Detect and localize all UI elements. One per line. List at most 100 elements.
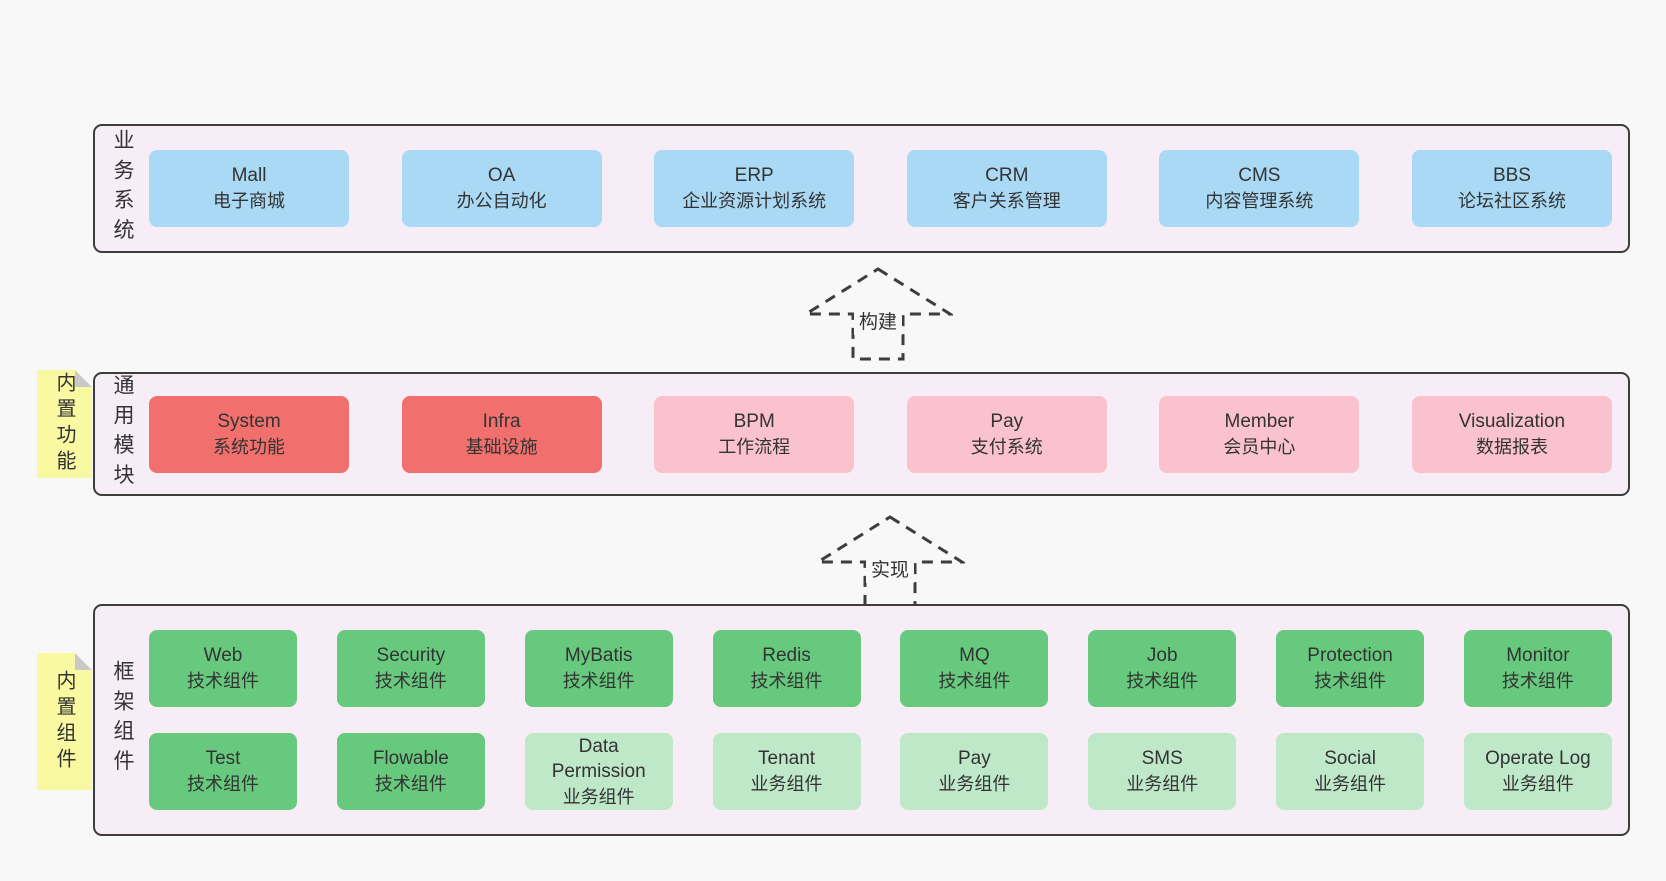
box-subtitle: 业务组件 [1314, 774, 1387, 794]
box-subtitle: 工作流程 [718, 436, 791, 457]
block-arrow-up-icon [803, 267, 953, 361]
box-social: Social 业务组件 [1276, 733, 1425, 810]
box-subtitle: 会员中心 [1223, 436, 1296, 457]
band-label-business-systems: 业务系统 [95, 126, 149, 251]
box-title: Flowable [372, 748, 449, 769]
box-protection: Protection 技术组件 [1276, 630, 1425, 707]
box-job: Job 技术组件 [1088, 630, 1237, 707]
box-title: BBS [1492, 165, 1531, 186]
box-title: ERP [734, 165, 774, 186]
box-subtitle: 内容管理系统 [1205, 191, 1314, 211]
arrow-implement: 实现 [815, 514, 965, 610]
box-test: Test 技术组件 [149, 733, 297, 810]
box-subtitle: 企业资源计划系统 [682, 191, 827, 211]
box-monitor: Monitor 技术组件 [1463, 630, 1612, 707]
band-framework-components: 框架组件 Web 技术组件 Security 技术组件 MyBatis 技术组件… [93, 604, 1630, 836]
box-bpm: BPM 工作流程 [654, 395, 855, 473]
box-infra: Infra 基础设施 [401, 395, 602, 473]
box-subtitle: 系统功能 [213, 436, 285, 457]
box-subtitle: 技术组件 [1126, 671, 1199, 691]
box-title: Member [1224, 410, 1295, 432]
box-operate-log: Operate Log 业务组件 [1463, 733, 1612, 810]
sticky-note-built-in-components: 内置组件 [37, 653, 92, 790]
box-web: Web 技术组件 [149, 630, 297, 707]
box-title: Pay [990, 410, 1024, 432]
band-business-systems-content: Mall 电子商城 OA 办公自动化 ERP 企业资源计划系统 CRM 客户关系… [149, 126, 1628, 251]
box-subtitle: 业务组件 [1126, 774, 1199, 794]
box-subtitle: 技术组件 [562, 671, 635, 691]
box-subtitle: 客户关系管理 [952, 191, 1061, 211]
box-subtitle: 办公自动化 [456, 191, 547, 211]
box-title: Job [1146, 645, 1178, 666]
box-title: Visualization [1458, 410, 1566, 432]
box-data-permission: Data Permission 业务组件 [524, 733, 673, 810]
box-title: Redis [762, 645, 811, 666]
box-title: Tenant [758, 748, 816, 769]
box-security: Security 技术组件 [336, 630, 485, 707]
box-subtitle: 业务组件 [750, 774, 823, 794]
box-title: Web [203, 645, 243, 666]
box-subtitle: 支付系统 [970, 436, 1043, 457]
box-subtitle: 业务组件 [1501, 774, 1574, 794]
box-title: System [217, 410, 281, 432]
box-subtitle: 技术组件 [938, 671, 1011, 691]
box-title: Mall [231, 165, 267, 186]
framework-row-1: Web 技术组件 Security 技术组件 MyBatis 技术组件 Redi… [149, 630, 1612, 707]
folded-corner-icon [75, 370, 92, 387]
band-label-text: 框架组件 [111, 660, 134, 780]
band-label-common-modules: 通用模块 [95, 374, 149, 494]
box-sms: SMS 业务组件 [1088, 733, 1237, 810]
box-title: MQ [959, 645, 990, 666]
box-mybatis: MyBatis 技术组件 [524, 630, 673, 707]
box-subtitle: 技术组件 [750, 671, 823, 691]
box-title: Data Permission [551, 735, 646, 782]
box-redis: Redis 技术组件 [712, 630, 861, 707]
box-subtitle: 技术组件 [1314, 671, 1387, 691]
box-pay-system: Pay 支付系统 [906, 395, 1107, 473]
box-subtitle: 数据报表 [1475, 436, 1548, 457]
band-label-text: 业务系统 [111, 128, 134, 249]
box-title: Pay [958, 748, 991, 769]
band-label-text: 通用模块 [111, 374, 134, 494]
box-system: System 系统功能 [149, 395, 349, 473]
box-title: Test [205, 748, 241, 769]
band-business-systems: 业务系统 Mall 电子商城 OA 办公自动化 ERP 企业资源计划系统 CRM… [93, 124, 1630, 253]
box-title: MyBatis [564, 645, 633, 666]
box-subtitle: 基础设施 [465, 436, 538, 457]
band-common-modules-content: System 系统功能 Infra 基础设施 BPM 工作流程 Pay 支付系统… [149, 374, 1628, 494]
box-subtitle: 技术组件 [374, 671, 447, 691]
arrow-build-label: 构建 [853, 306, 903, 335]
box-title: Social [1324, 748, 1376, 769]
box-flowable: Flowable 技术组件 [336, 733, 485, 810]
box-subtitle: 业务组件 [562, 786, 635, 807]
box-title: Protection [1307, 645, 1393, 666]
box-erp: ERP 企业资源计划系统 [654, 150, 855, 227]
band-framework-components-content: Web 技术组件 Security 技术组件 MyBatis 技术组件 Redi… [149, 606, 1628, 834]
box-title: SMS [1141, 748, 1183, 769]
sticky-note-built-in-features: 内置功能 [37, 370, 92, 478]
box-mq: MQ 技术组件 [900, 630, 1049, 707]
box-subtitle: 技术组件 [374, 774, 447, 794]
sticky-note-text: 内置功能 [53, 372, 75, 476]
box-member: Member 会员中心 [1159, 395, 1360, 473]
box-title: OA [487, 165, 516, 186]
box-subtitle: 技术组件 [1501, 671, 1574, 691]
box-title: Infra [482, 410, 521, 432]
box-subtitle: 电子商城 [213, 191, 285, 211]
band-label-framework-components: 框架组件 [95, 606, 149, 834]
box-tenant: Tenant 业务组件 [712, 733, 861, 810]
folded-corner-icon [75, 653, 92, 670]
box-subtitle: 技术组件 [187, 774, 259, 794]
box-title: Monitor [1506, 645, 1570, 666]
box-subtitle: 技术组件 [187, 671, 259, 691]
box-title: BPM [733, 410, 775, 432]
box-title: Security [376, 645, 446, 666]
block-arrow-up-icon [815, 515, 965, 609]
box-bbs: BBS 论坛社区系统 [1411, 150, 1612, 227]
box-oa: OA 办公自动化 [401, 150, 602, 227]
sticky-note-text: 内置组件 [53, 669, 75, 774]
box-title: CRM [985, 165, 1029, 186]
box-title: Operate Log [1485, 748, 1591, 769]
box-subtitle: 业务组件 [938, 774, 1011, 794]
